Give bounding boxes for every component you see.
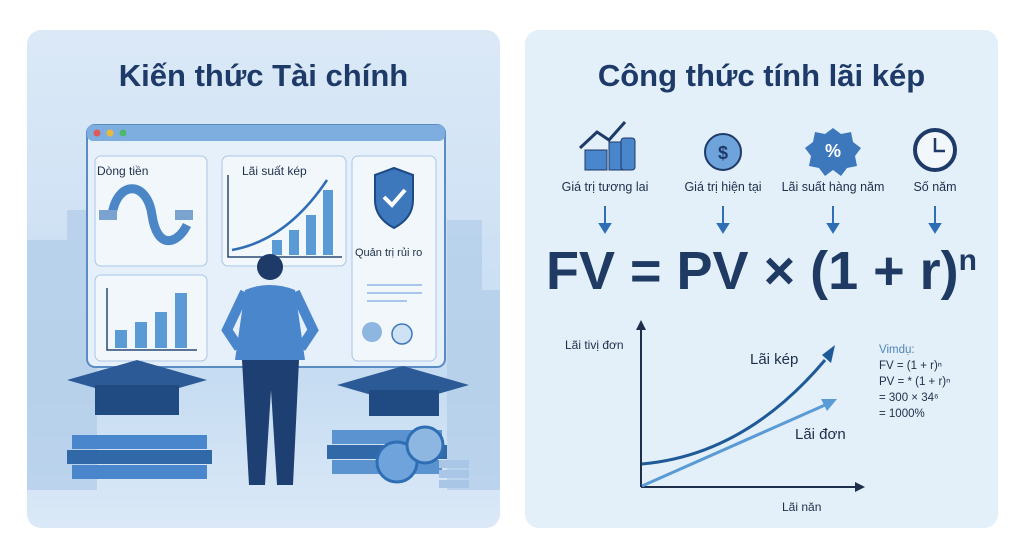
simple-line	[641, 403, 826, 488]
svg-text:$: $	[718, 143, 728, 163]
formula-main: FV = PV × (1 + r)	[545, 241, 959, 301]
city-skyline	[27, 210, 500, 490]
present-value-label: Giá trị hiện tại	[684, 180, 762, 194]
compound-interest-label: Lãi suất kép	[242, 164, 307, 178]
compound-formula-card: Công thức tính lãi kép $ % Giá trị tương…	[525, 30, 998, 528]
example-line: = 300 × 34⁶	[879, 392, 939, 404]
compound-formula: FV = PV × (1 + r)n	[525, 240, 998, 302]
example-line: FV = (1 + r)ⁿ	[879, 360, 942, 372]
example-line: = 1000%	[879, 408, 925, 420]
growth-coins-icon	[578, 121, 636, 171]
dollar-coin-icon: $	[704, 133, 742, 171]
graduation-caps-and-books	[67, 360, 469, 488]
x-axis-label: Lãi năn	[782, 500, 822, 514]
compound-curve	[641, 359, 827, 466]
y-axis-label: Lãi tivị đơn	[565, 338, 624, 352]
browser-window	[86, 124, 446, 368]
example-box: Vimdụ: FV = (1 + r)ⁿ PV = * (1 + r)ⁿ = 3…	[879, 342, 950, 422]
example-heading: Vimdụ:	[879, 344, 915, 356]
cashflow-label: Dòng tiền	[97, 164, 149, 178]
simple-label: Lãi đơn	[795, 426, 846, 443]
left-title: Kiến thức Tài chính	[118, 58, 409, 93]
years-label: Số năm	[913, 180, 957, 194]
formula-icons: $ %	[578, 121, 957, 492]
right-title: Công thức tính lãi kép	[597, 58, 926, 93]
down-arrows	[598, 206, 942, 234]
financial-knowledge-card: Kiến thức Tài chính	[27, 30, 500, 528]
annual-rate-label: Lãi suất hàng năm	[781, 180, 885, 194]
clock-icon	[913, 128, 957, 172]
person	[221, 254, 319, 485]
financial-illustration	[27, 124, 500, 490]
interest-graph	[636, 320, 865, 492]
percent-badge-icon: %	[805, 128, 861, 176]
svg-text:%: %	[825, 141, 841, 161]
example-line: PV = * (1 + r)ⁿ	[879, 376, 951, 388]
compound-label: Lãi kép	[750, 351, 799, 368]
future-value-label: Giá trị tương lai	[561, 180, 649, 194]
risk-management-label: Quản trị rủi ro	[355, 247, 423, 259]
formula-exponent: n	[958, 244, 977, 277]
